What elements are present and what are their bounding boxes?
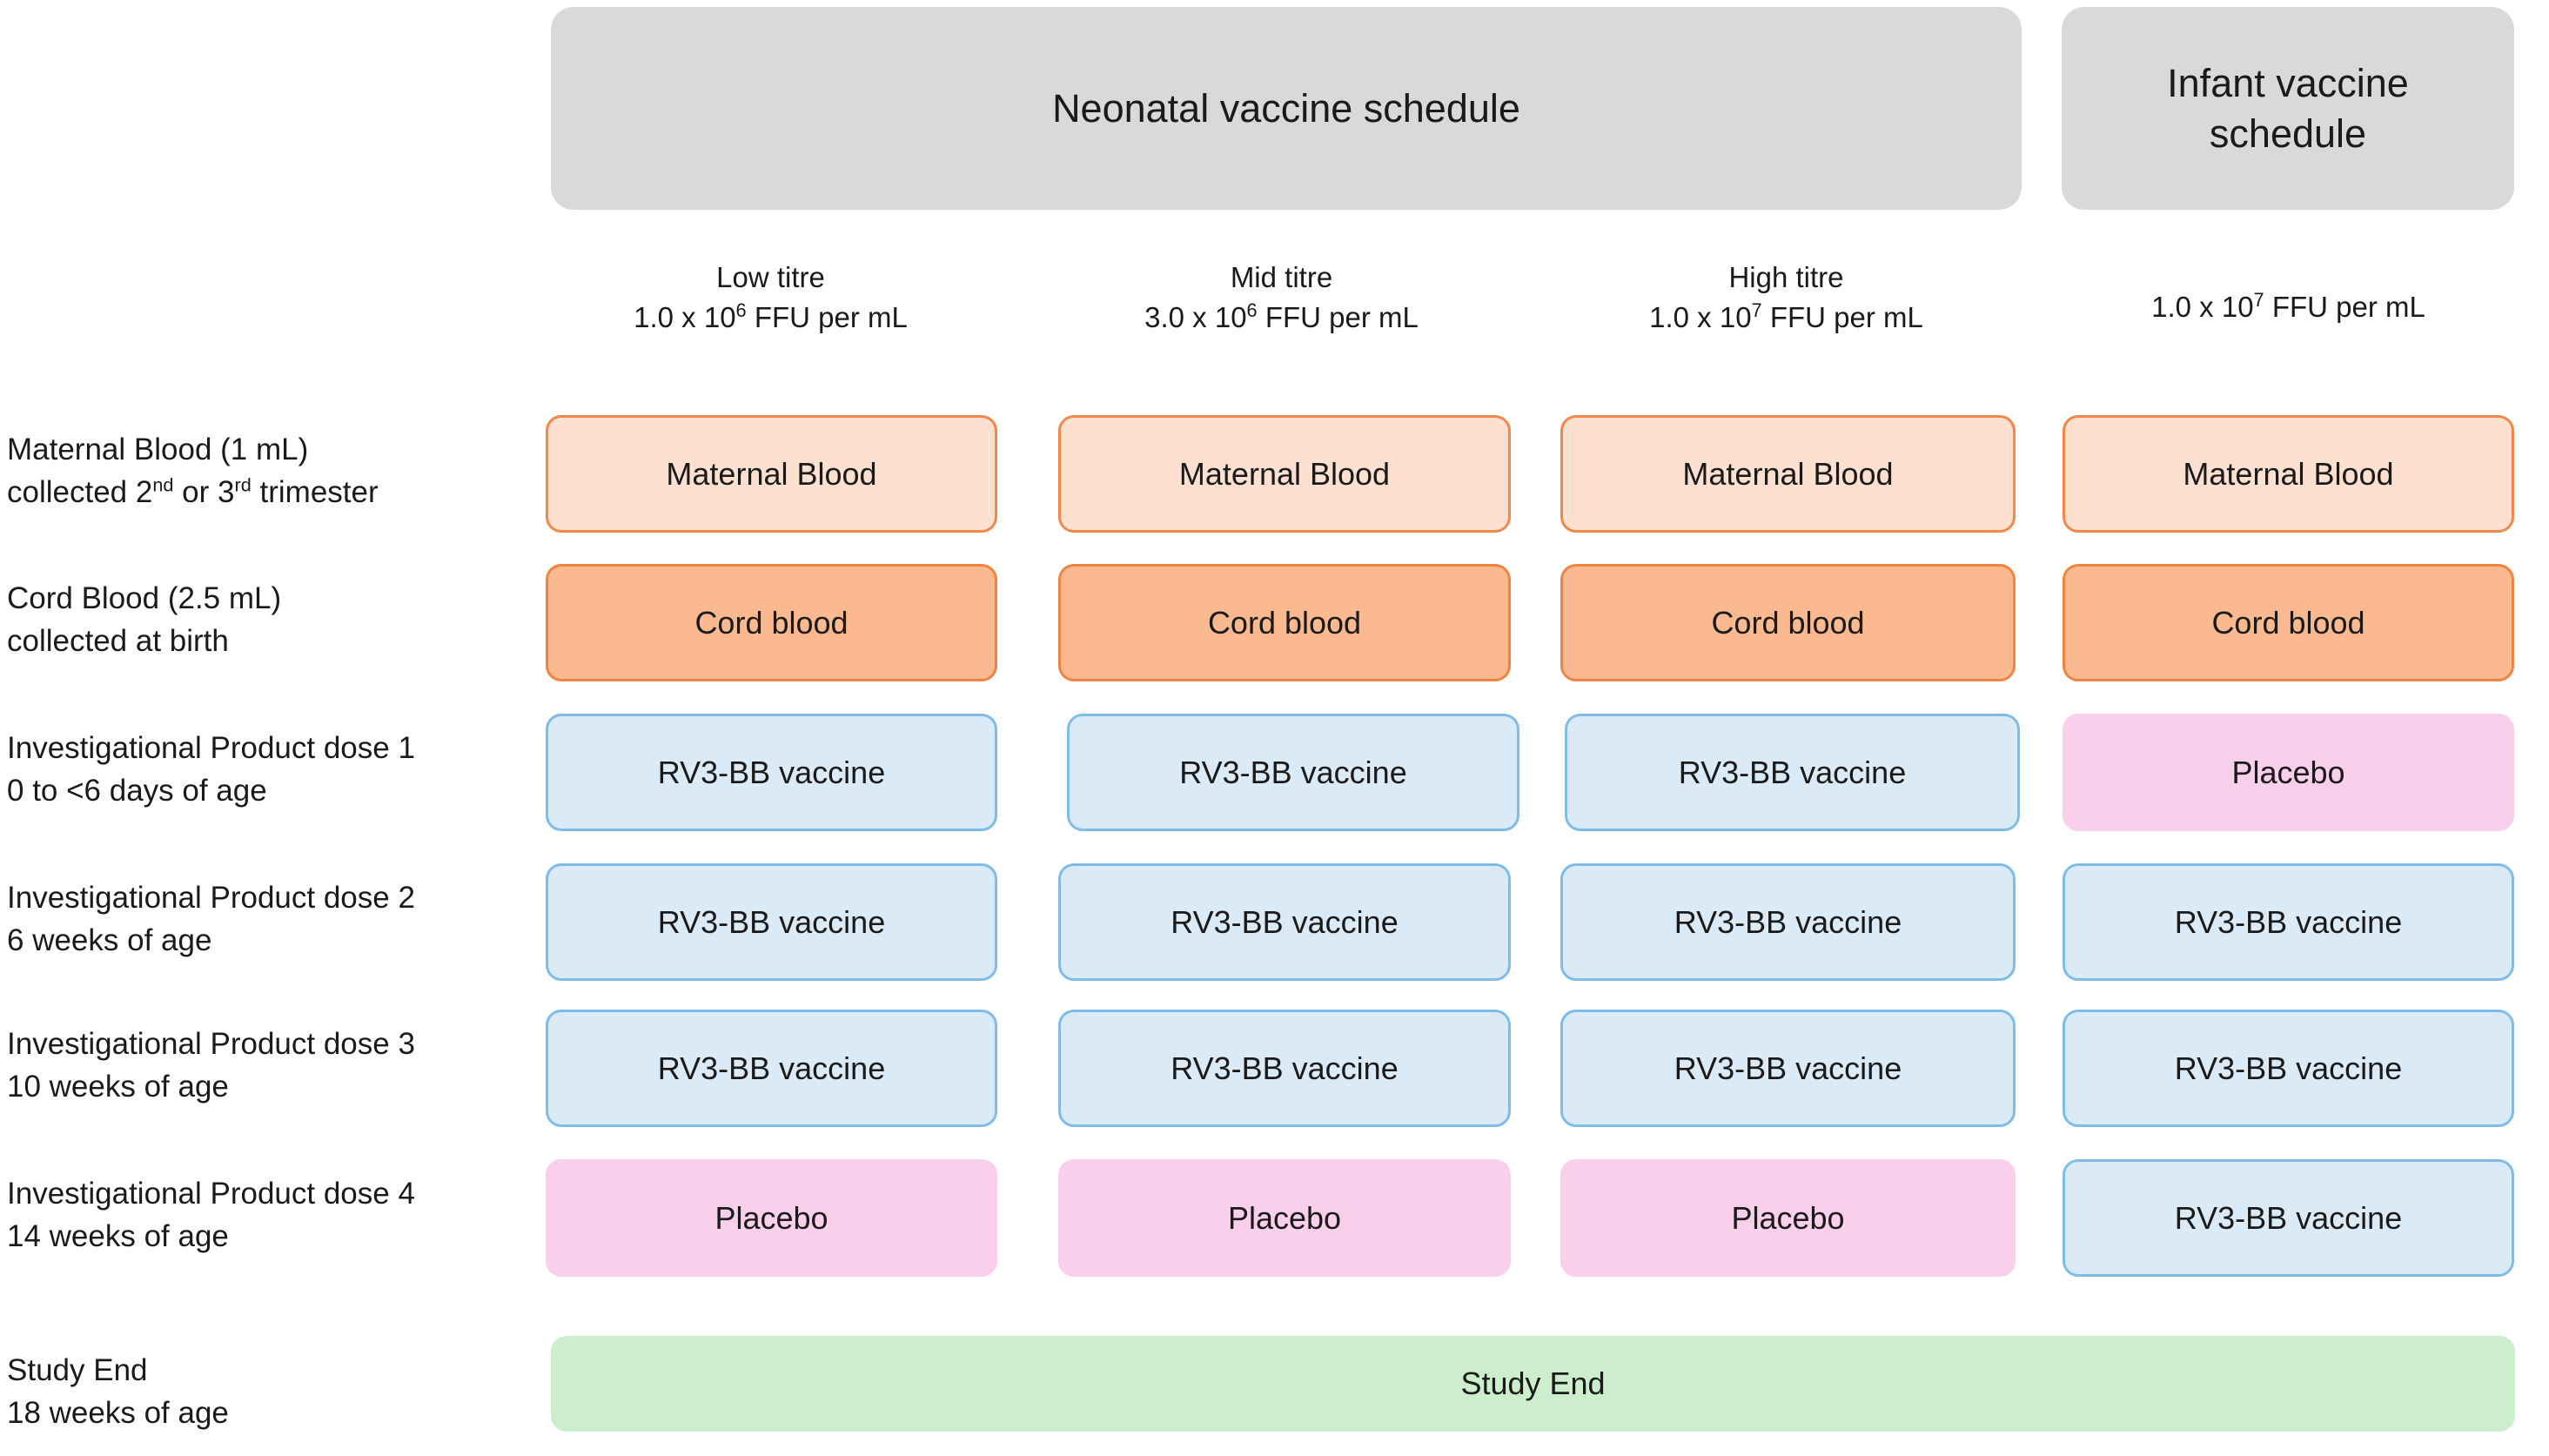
cell-label: RV3-BB vaccine (1171, 903, 1399, 940)
row-label-dose-3-line2: 10 weeks of age (7, 1070, 229, 1104)
cell-dose-3-mid[interactable]: RV3-BB vaccine (1058, 1010, 1511, 1127)
cell-dose-2-infant[interactable]: RV3-BB vaccine (2063, 863, 2514, 981)
row-label-maternal-blood-line1: Maternal Blood (1 mL) (7, 433, 309, 466)
cell-label: Maternal Blood (2183, 455, 2394, 492)
row-label-dose-1-line1: Investigational Product dose 1 (7, 731, 415, 765)
cell-dose-3-low[interactable]: RV3-BB vaccine (546, 1010, 997, 1127)
cell-cord-blood-low[interactable]: Cord blood (546, 564, 997, 681)
cell-maternal-blood-infant[interactable]: Maternal Blood (2063, 415, 2514, 533)
header-band-infant-label: Infant vaccine schedule (2167, 58, 2409, 158)
column-titre-label-low: Low titre (716, 261, 825, 293)
cell-maternal-blood-low[interactable]: Maternal Blood (546, 415, 997, 533)
row-label-dose-3-line1: Investigational Product dose 3 (7, 1027, 415, 1061)
cell-dose-3-infant[interactable]: RV3-BB vaccine (2063, 1010, 2514, 1127)
cell-label: RV3-BB vaccine (1674, 1050, 1902, 1086)
cell-label: Maternal Blood (1178, 455, 1391, 492)
cell-dose-1-high[interactable]: RV3-BB vaccine (1565, 714, 2020, 831)
cell-dose-3-high[interactable]: RV3-BB vaccine (1560, 1010, 2016, 1127)
row-label-cord-blood-line1: Cord Blood (2.5 mL) (7, 581, 282, 615)
row-label-dose-2-line2: 6 weeks of age (7, 923, 212, 957)
cell-label: RV3-BB vaccine (2174, 903, 2403, 940)
cell-dose-1-low[interactable]: RV3-BB vaccine (546, 714, 997, 831)
row-label-dose-3: Investigational Product dose 3 10 weeks … (7, 1023, 529, 1108)
cell-label: RV3-BB vaccine (657, 1050, 886, 1086)
cell-cord-blood-mid[interactable]: Cord blood (1058, 564, 1511, 681)
row-label-maternal-blood: Maternal Blood (1 mL) collected 2nd or 3… (7, 428, 529, 513)
cell-label: Maternal Blood (1682, 455, 1894, 492)
column-caption-mid-titre: Mid titre 3.0 x 106 FFU per mL (1057, 258, 1506, 337)
cell-label: RV3-BB vaccine (657, 754, 886, 790)
cell-label: Cord blood (2211, 604, 2365, 641)
row-label-dose-4-line2: 14 weeks of age (7, 1219, 229, 1253)
column-dose-label-mid: 3.0 x 106 FFU per mL (1144, 299, 1419, 333)
cell-dose-2-low[interactable]: RV3-BB vaccine (546, 863, 997, 981)
column-dose-exponent-mid: 6 (1246, 299, 1258, 321)
cell-dose-2-mid[interactable]: RV3-BB vaccine (1058, 863, 1511, 981)
column-titre-label-mid: Mid titre (1230, 261, 1333, 293)
row-label-study-end-line2: 18 weeks of age (7, 1396, 229, 1430)
cell-label: RV3-BB vaccine (2174, 1199, 2403, 1236)
column-caption-high-titre: High titre 1.0 x 107 FFU per mL (1558, 258, 2015, 337)
header-band-neonatal-schedule: Neonatal vaccine schedule (551, 7, 2022, 210)
row-label-study-end: Study End 18 weeks of age (7, 1349, 529, 1434)
row-label-dose-1: Investigational Product dose 1 0 to <6 d… (7, 727, 529, 812)
cell-label: Placebo (1731, 1199, 1845, 1236)
column-dose-label-high: 1.0 x 107 FFU per mL (1649, 299, 1923, 333)
cell-label: Cord blood (1207, 604, 1362, 641)
row-label-dose-2-line1: Investigational Product dose 2 (7, 881, 415, 915)
cell-label: RV3-BB vaccine (1678, 754, 1907, 790)
column-dose-label-low: 1.0 x 106 FFU per mL (634, 299, 908, 333)
column-dose-exponent-low: 6 (735, 299, 747, 321)
cell-cord-blood-high[interactable]: Cord blood (1560, 564, 2016, 681)
cell-maternal-blood-high[interactable]: Maternal Blood (1560, 415, 2016, 533)
cell-dose-1-infant[interactable]: Placebo (2063, 714, 2514, 831)
column-titre-label-high: High titre (1728, 261, 1844, 293)
header-band-neonatal-label: Neonatal vaccine schedule (1052, 85, 1520, 131)
cell-label: Maternal Blood (666, 455, 877, 492)
cell-dose-4-mid[interactable]: Placebo (1058, 1159, 1511, 1277)
study-end-bar-label: Study End (1460, 1365, 1606, 1401)
cell-label: Cord blood (1711, 604, 1865, 641)
column-dose-exponent-high: 7 (1751, 299, 1762, 321)
header-band-infant-schedule: Infant vaccine schedule (2062, 7, 2514, 210)
column-dose-label-infant: 1.0 x 107 FFU per mL (2151, 289, 2425, 323)
cell-label: Placebo (1227, 1199, 1342, 1236)
column-caption-low-titre: Low titre 1.0 x 106 FFU per mL (551, 258, 990, 337)
cell-maternal-blood-mid[interactable]: Maternal Blood (1058, 415, 1511, 533)
cell-label: RV3-BB vaccine (1674, 903, 1902, 940)
cell-dose-1-mid[interactable]: RV3-BB vaccine (1067, 714, 1519, 831)
row-label-dose-4-line1: Investigational Product dose 4 (7, 1177, 415, 1211)
row-label-maternal-blood-line2: collected 2nd or 3rd trimester (7, 473, 379, 509)
row-label-dose-2: Investigational Product dose 2 6 weeks o… (7, 876, 529, 962)
row-label-dose-1-line2: 0 to <6 days of age (7, 774, 267, 808)
cell-dose-4-high[interactable]: Placebo (1560, 1159, 2016, 1277)
row-label-dose-4: Investigational Product dose 4 14 weeks … (7, 1172, 529, 1258)
column-caption-infant: 1.0 x 107 FFU per mL (2062, 287, 2515, 327)
study-end-bar[interactable]: Study End (551, 1336, 2515, 1432)
cell-label: RV3-BB vaccine (1179, 754, 1407, 790)
cell-label: Cord blood (694, 604, 849, 641)
row-label-cord-blood: Cord Blood (2.5 mL) collected at birth (7, 577, 529, 662)
cell-label: RV3-BB vaccine (2174, 1050, 2403, 1086)
cell-dose-4-infant[interactable]: RV3-BB vaccine (2063, 1159, 2514, 1277)
cell-label: RV3-BB vaccine (657, 903, 886, 940)
header-band-infant-line1: Infant vaccine (2167, 60, 2409, 105)
row-label-cord-blood-line2: collected at birth (7, 624, 229, 658)
cell-label: Placebo (714, 1199, 828, 1236)
cell-label: Placebo (2231, 754, 2345, 790)
cell-dose-4-low[interactable]: Placebo (546, 1159, 997, 1277)
header-band-infant-line2: schedule (2209, 111, 2367, 156)
cell-cord-blood-infant[interactable]: Cord blood (2063, 564, 2514, 681)
row-label-study-end-line1: Study End (7, 1353, 148, 1387)
cell-dose-2-high[interactable]: RV3-BB vaccine (1560, 863, 2016, 981)
cell-label: RV3-BB vaccine (1171, 1050, 1399, 1086)
column-dose-exponent-infant: 7 (2253, 289, 2264, 311)
